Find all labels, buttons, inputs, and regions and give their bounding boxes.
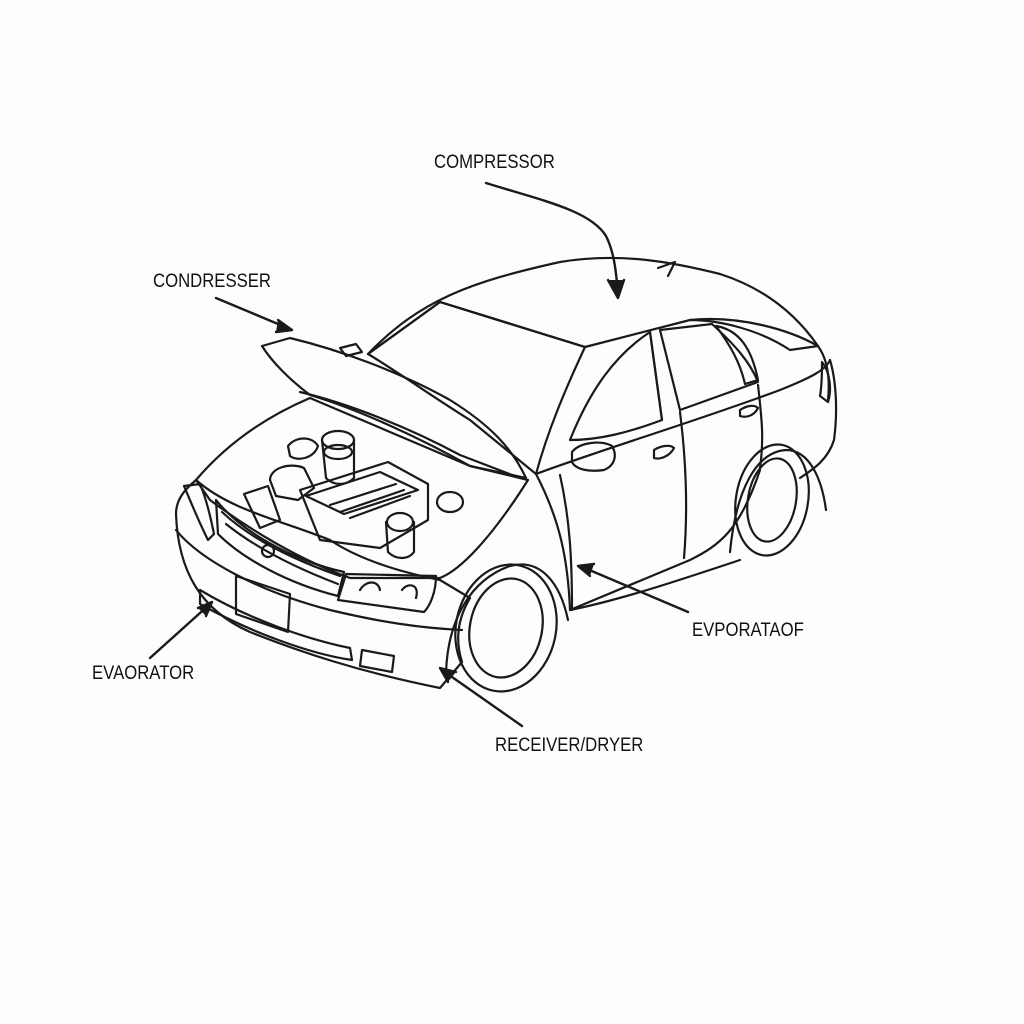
intake-left bbox=[242, 484, 282, 530]
compressor-arrow bbox=[484, 181, 620, 296]
engine-bay-edge bbox=[194, 396, 530, 580]
body-side-top bbox=[534, 358, 832, 476]
air-filter-top bbox=[320, 429, 356, 451]
fog-light bbox=[358, 648, 396, 674]
receiver-arrow bbox=[440, 668, 524, 728]
b-pillar bbox=[648, 330, 664, 422]
front-wheel-arch bbox=[444, 563, 570, 674]
front-bumper bbox=[174, 478, 472, 690]
hose-left bbox=[286, 437, 320, 460]
battery bbox=[268, 464, 316, 502]
evaporator-left-arrow bbox=[148, 602, 212, 660]
right-headlight bbox=[336, 572, 438, 614]
rear-spoiler bbox=[656, 260, 677, 278]
hood-prop bbox=[338, 342, 364, 358]
hood-panel bbox=[260, 336, 528, 480]
rear-side-window bbox=[658, 322, 760, 412]
rear-wheel-arch bbox=[728, 448, 828, 554]
car-roof bbox=[366, 256, 820, 356]
grille-emblem bbox=[260, 543, 276, 559]
license-plate bbox=[234, 574, 292, 634]
compressor-arrowhead bbox=[606, 278, 626, 300]
receiver-dryer-label: RECEIVER/DRYER bbox=[495, 735, 644, 756]
evaporator-left-label: EVAORATOR bbox=[92, 663, 195, 684]
air-filter-body bbox=[320, 438, 356, 486]
evaporator-right-arrowhead bbox=[576, 562, 596, 578]
body-side bbox=[534, 468, 762, 612]
front-rim bbox=[468, 577, 544, 679]
headlight-detail bbox=[358, 581, 418, 600]
engine-ribs bbox=[328, 482, 412, 520]
fluid-cap bbox=[435, 490, 465, 514]
hood-inner bbox=[298, 390, 522, 480]
left-headlight bbox=[182, 482, 216, 542]
reservoir-cap bbox=[385, 511, 415, 533]
side-mirror bbox=[570, 441, 616, 472]
quarter-window bbox=[714, 324, 760, 386]
rear-rim bbox=[746, 457, 798, 543]
condenser-label: CONDRESSER bbox=[153, 271, 271, 292]
compressor-label: COMPRESSOR bbox=[434, 152, 555, 173]
callout-arrows bbox=[148, 181, 690, 728]
rear-door-handle bbox=[738, 404, 760, 418]
engine-block bbox=[298, 460, 430, 550]
windshield bbox=[366, 300, 587, 476]
rocker bbox=[568, 558, 742, 612]
evaporator-left-arrowhead bbox=[196, 600, 214, 618]
door-line-front bbox=[558, 473, 574, 612]
door-line-rear bbox=[756, 383, 764, 470]
reservoir-body bbox=[384, 520, 416, 560]
tail-light bbox=[818, 360, 832, 404]
air-filter-ring bbox=[322, 443, 354, 461]
receiver-arrowhead bbox=[438, 666, 458, 684]
front-tire bbox=[454, 563, 558, 693]
rear-tire bbox=[734, 443, 810, 557]
evaporator-right-arrow bbox=[578, 564, 690, 614]
rear-bumper bbox=[798, 358, 838, 480]
bumper-crease bbox=[174, 528, 464, 632]
evaporator-right-label: EVPORATAOF bbox=[692, 620, 804, 641]
door-line-middle bbox=[678, 410, 688, 560]
front-door-handle bbox=[652, 444, 676, 460]
engine-top bbox=[304, 470, 420, 516]
grille-slats bbox=[220, 510, 342, 586]
grille-surround bbox=[214, 498, 346, 598]
lower-intake bbox=[198, 588, 354, 662]
condenser-arrowhead bbox=[274, 318, 294, 334]
